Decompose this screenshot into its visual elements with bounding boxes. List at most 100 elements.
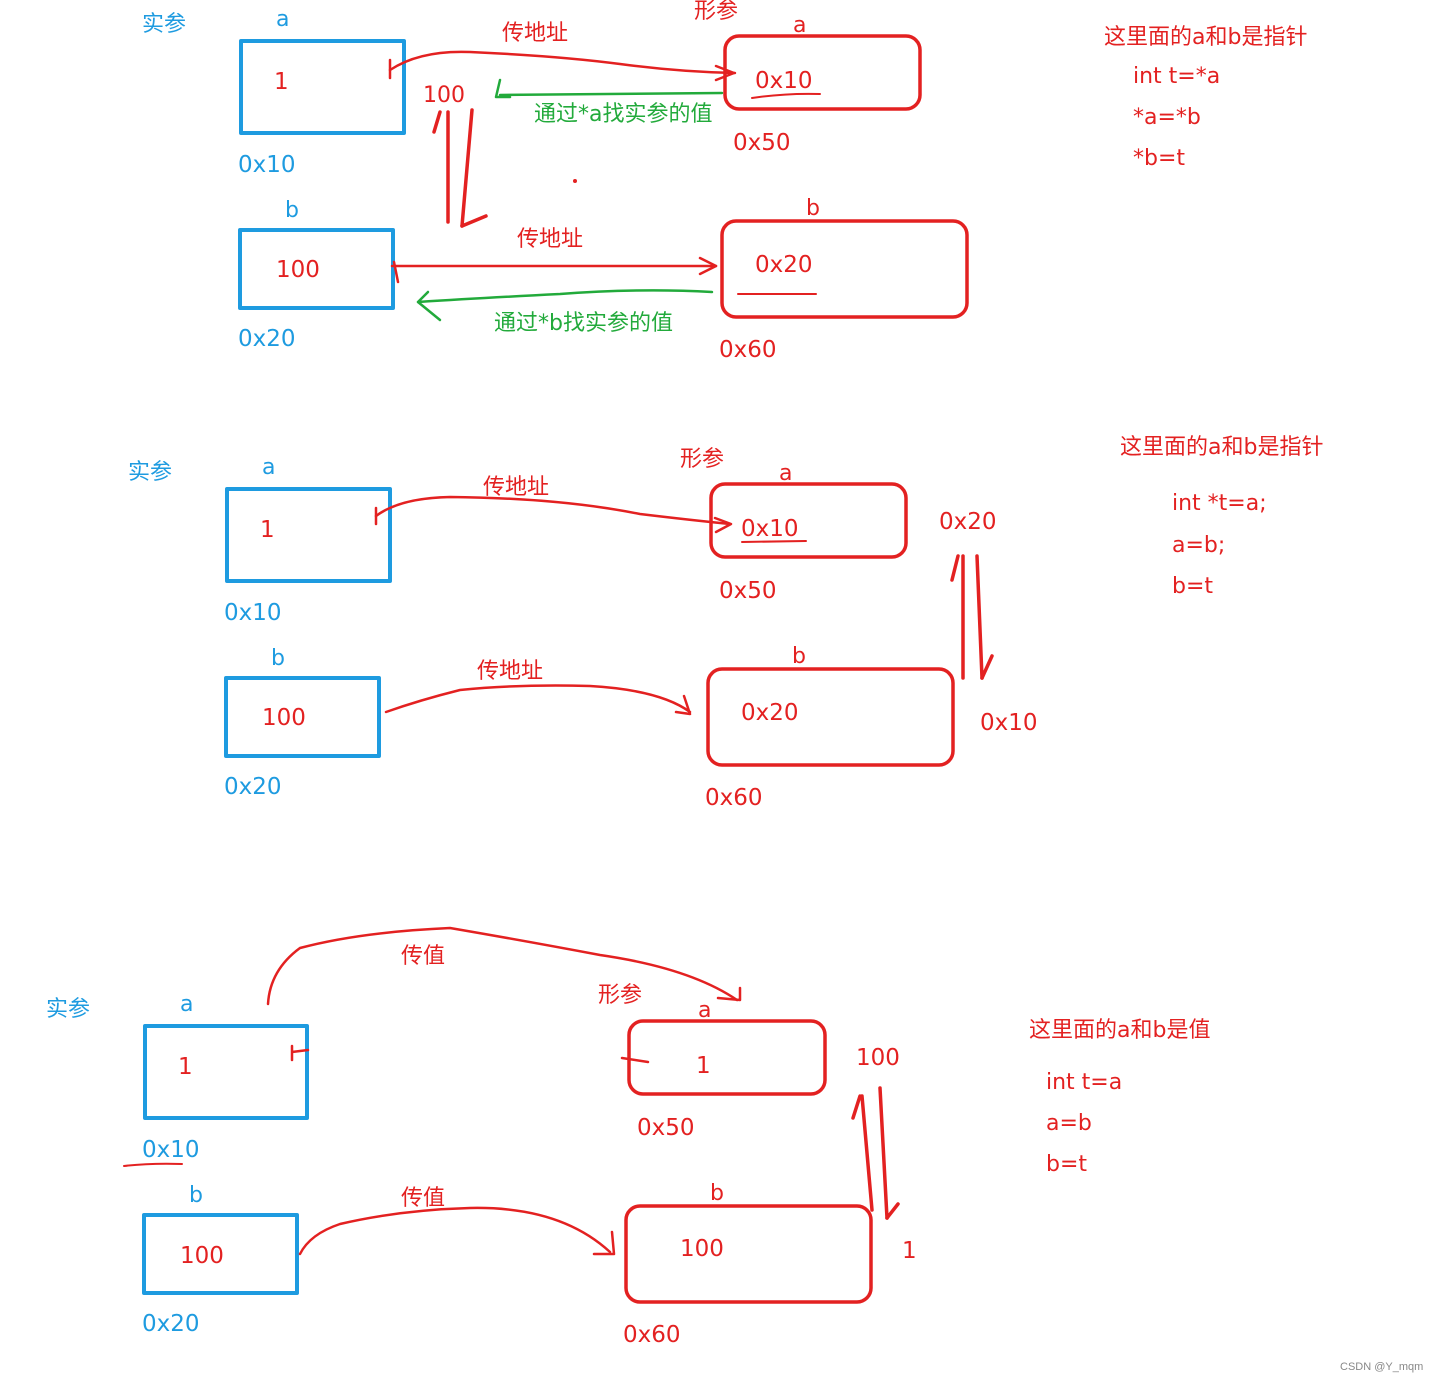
- p1-lookup-a-label: 通过*a找实参的值: [534, 102, 713, 127]
- p3-actual-a-value: 1: [178, 1054, 193, 1080]
- p2-note-title: 这里面的a和b是指针: [1120, 435, 1324, 460]
- p2-formal-b-value: 0x20: [741, 700, 799, 726]
- p1-actual-a-address: 0x10: [238, 152, 296, 178]
- p3-pass-arrow-top: [266, 926, 739, 1006]
- p3-pass-arrow-bottom: [298, 1206, 612, 1256]
- p2-swap-down-head: [980, 654, 994, 680]
- p1-lookup-a-arrow: [498, 91, 724, 97]
- p1-pass-arrow-bottom-head: [698, 256, 718, 276]
- p1-formal-label: 形参: [694, 0, 739, 24]
- p3-underline-x10: [123, 1162, 183, 1167]
- p1-swap-up-head: [432, 110, 442, 134]
- p3-actual-b-address: 0x20: [142, 1311, 200, 1337]
- p2-actual-a-address: 0x10: [224, 600, 282, 626]
- p2-pass-arrow-top-head: [713, 516, 733, 534]
- p3-pass-arrow-top-head: [716, 986, 742, 1002]
- p2-code-line-1: int *t=a;: [1172, 491, 1267, 516]
- p2-actual-a-name: a: [262, 455, 276, 480]
- p2-actual-a-box: [225, 487, 392, 583]
- p3-code-line-3: b=t: [1046, 1152, 1088, 1177]
- p3-actual-a-tick: [290, 1044, 310, 1062]
- p2-formal-a-value: 0x10: [741, 516, 799, 542]
- p1-pass-label-bottom: 传地址: [517, 227, 584, 252]
- p2-formal-a-box: [709, 482, 908, 559]
- p1-code-line-1: int t=*a: [1133, 64, 1221, 89]
- p1-dot: [573, 179, 577, 183]
- p2-actual-b-address: 0x20: [224, 774, 282, 800]
- p1-lookup-b-head: [416, 290, 442, 322]
- p2-underline-a: [741, 540, 807, 543]
- p3-formal-label: 形参: [598, 983, 643, 1008]
- p1-formal-b-name: b: [806, 196, 820, 221]
- p1-formal-b-address: 0x60: [719, 337, 777, 363]
- p2-pass-arrow-bottom-head: [674, 694, 692, 716]
- p2-pass-label-top: 传地址: [483, 475, 550, 500]
- p3-actual-a-address: 0x10: [142, 1137, 200, 1163]
- p1-underline-a: [751, 92, 821, 99]
- p3-code-line-2: a=b: [1046, 1111, 1092, 1136]
- p1-formal-a-name: a: [793, 13, 807, 38]
- p3-formal-b-value: 100: [680, 1236, 724, 1262]
- p1-lookup-a-head: [494, 78, 512, 99]
- p1-actual-a-name: a: [276, 7, 290, 32]
- p1-actual-b-box: [238, 228, 395, 310]
- p1-formal-b-box: [720, 219, 969, 319]
- p3-actual-b-value: 100: [180, 1243, 224, 1269]
- p1-actual-b-name: b: [285, 198, 299, 223]
- p2-pass-arrow-bottom: [384, 684, 692, 714]
- p2-formal-b-box: [706, 667, 955, 767]
- p3-swap-down: [878, 1086, 889, 1220]
- p2-formal-b-name: b: [792, 644, 806, 669]
- p1-pass-label-top: 传地址: [502, 21, 569, 46]
- p1-swap-down: [460, 108, 474, 228]
- p3-formal-a-value: 1: [696, 1053, 711, 1079]
- p3-pass-label-bottom: 传值: [401, 1186, 446, 1211]
- p1-code-line-3: *b=t: [1133, 146, 1186, 171]
- p3-swap-up-head: [851, 1094, 862, 1120]
- p1-swap-down-head: [460, 214, 488, 228]
- p3-actual-b-name: b: [189, 1183, 203, 1208]
- p1-lookup-b-arrow: [416, 289, 714, 304]
- p3-actual-a-box: [143, 1024, 309, 1120]
- p1-pass-arrow-top-head: [714, 64, 736, 82]
- p3-formal-a-tick: [620, 1056, 650, 1064]
- p1-note-title: 这里面的a和b是指针: [1104, 25, 1308, 50]
- p2-swap-bottom: 0x10: [980, 710, 1038, 736]
- p2-swap-down: [975, 554, 984, 680]
- p3-code-line-1: int t=a: [1046, 1070, 1123, 1095]
- p3-pass-label-top: 传值: [401, 944, 446, 969]
- p3-pass-arrow-bottom-head: [592, 1230, 616, 1256]
- p3-formal-b-box: [624, 1204, 873, 1304]
- p3-formal-b-name: b: [710, 1181, 724, 1206]
- p1-code-line-2: *a=*b: [1133, 105, 1201, 130]
- p1-actual-a-value: 1: [274, 69, 289, 95]
- p2-swap-up-head: [950, 554, 960, 582]
- p3-formal-b-address: 0x60: [623, 1322, 681, 1348]
- p1-formal-a-value: 0x10: [755, 68, 813, 94]
- p1-actual-b-address: 0x20: [238, 326, 296, 352]
- p1-pass-arrow-top: [388, 50, 737, 75]
- p1-actual-a-box: [239, 39, 406, 135]
- p3-actual-b-box: [142, 1213, 299, 1295]
- p2-formal-a-name: a: [779, 461, 793, 486]
- p2-code-line-3: b=t: [1172, 574, 1214, 599]
- p2-actual-a-value: 1: [260, 517, 275, 543]
- p3-swap-down-head: [885, 1202, 900, 1220]
- p2-pass-arrow-top: [374, 495, 732, 526]
- p3-swap-top: 100: [856, 1045, 900, 1071]
- p2-actual-label: 实参: [128, 460, 173, 485]
- p1-lookup-b-label: 通过*b找实参的值: [494, 311, 673, 336]
- p2-swap-top: 0x20: [939, 509, 997, 535]
- p3-formal-a-name: a: [698, 998, 712, 1023]
- p2-formal-b-address: 0x60: [705, 785, 763, 811]
- watermark: CSDN @Y_mqm: [1340, 1361, 1424, 1373]
- p3-swap-bottom: 1: [902, 1238, 917, 1264]
- p2-actual-b-name: b: [271, 646, 285, 671]
- p2-code-line-2: a=b;: [1172, 533, 1226, 558]
- p3-formal-a-address: 0x50: [637, 1115, 695, 1141]
- p2-actual-b-box: [224, 676, 381, 758]
- p3-swap-up: [860, 1094, 874, 1212]
- p2-actual-b-value: 100: [262, 705, 306, 731]
